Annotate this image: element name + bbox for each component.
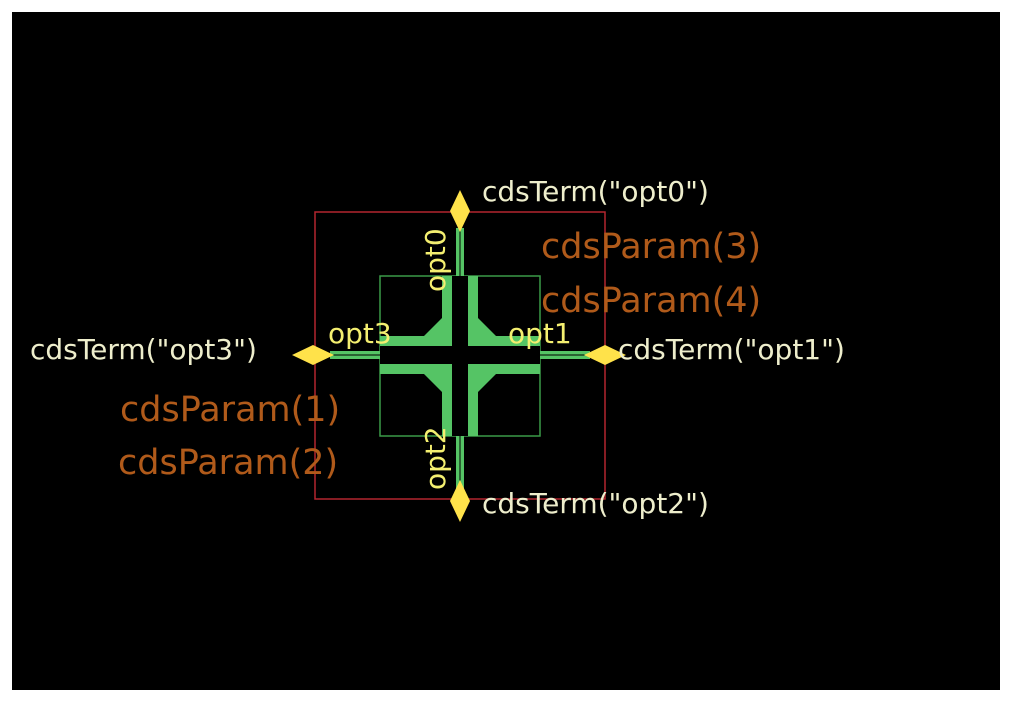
param-label-1: cdsParam(1) [120,390,340,430]
pin-label-opt1: opt1 [508,317,572,350]
pin-marker-left[interactable] [292,345,334,365]
pin-stub-top [456,228,464,278]
term-label-right: cdsTerm("opt1") [618,333,845,366]
term-label-bottom: cdsTerm("opt2") [482,487,709,520]
pin-stub-left [330,351,382,359]
term-label-top: cdsTerm("opt0") [482,175,709,208]
pin-label-opt3: opt3 [328,317,392,350]
pin-label-opt0: opt0 [419,228,452,292]
pin-marker-right[interactable] [584,345,626,365]
pin-marker-top[interactable] [450,190,470,232]
param-label-3: cdsParam(3) [541,227,761,267]
pin-marker-bottom[interactable] [450,480,470,522]
param-label-2: cdsParam(2) [118,443,338,483]
param-label-4: cdsParam(4) [541,281,761,321]
pin-label-opt2: opt2 [419,426,452,490]
pin-stub-right [538,351,590,359]
term-label-left: cdsTerm("opt3") [30,333,257,366]
crossing-waveguide [380,276,540,436]
